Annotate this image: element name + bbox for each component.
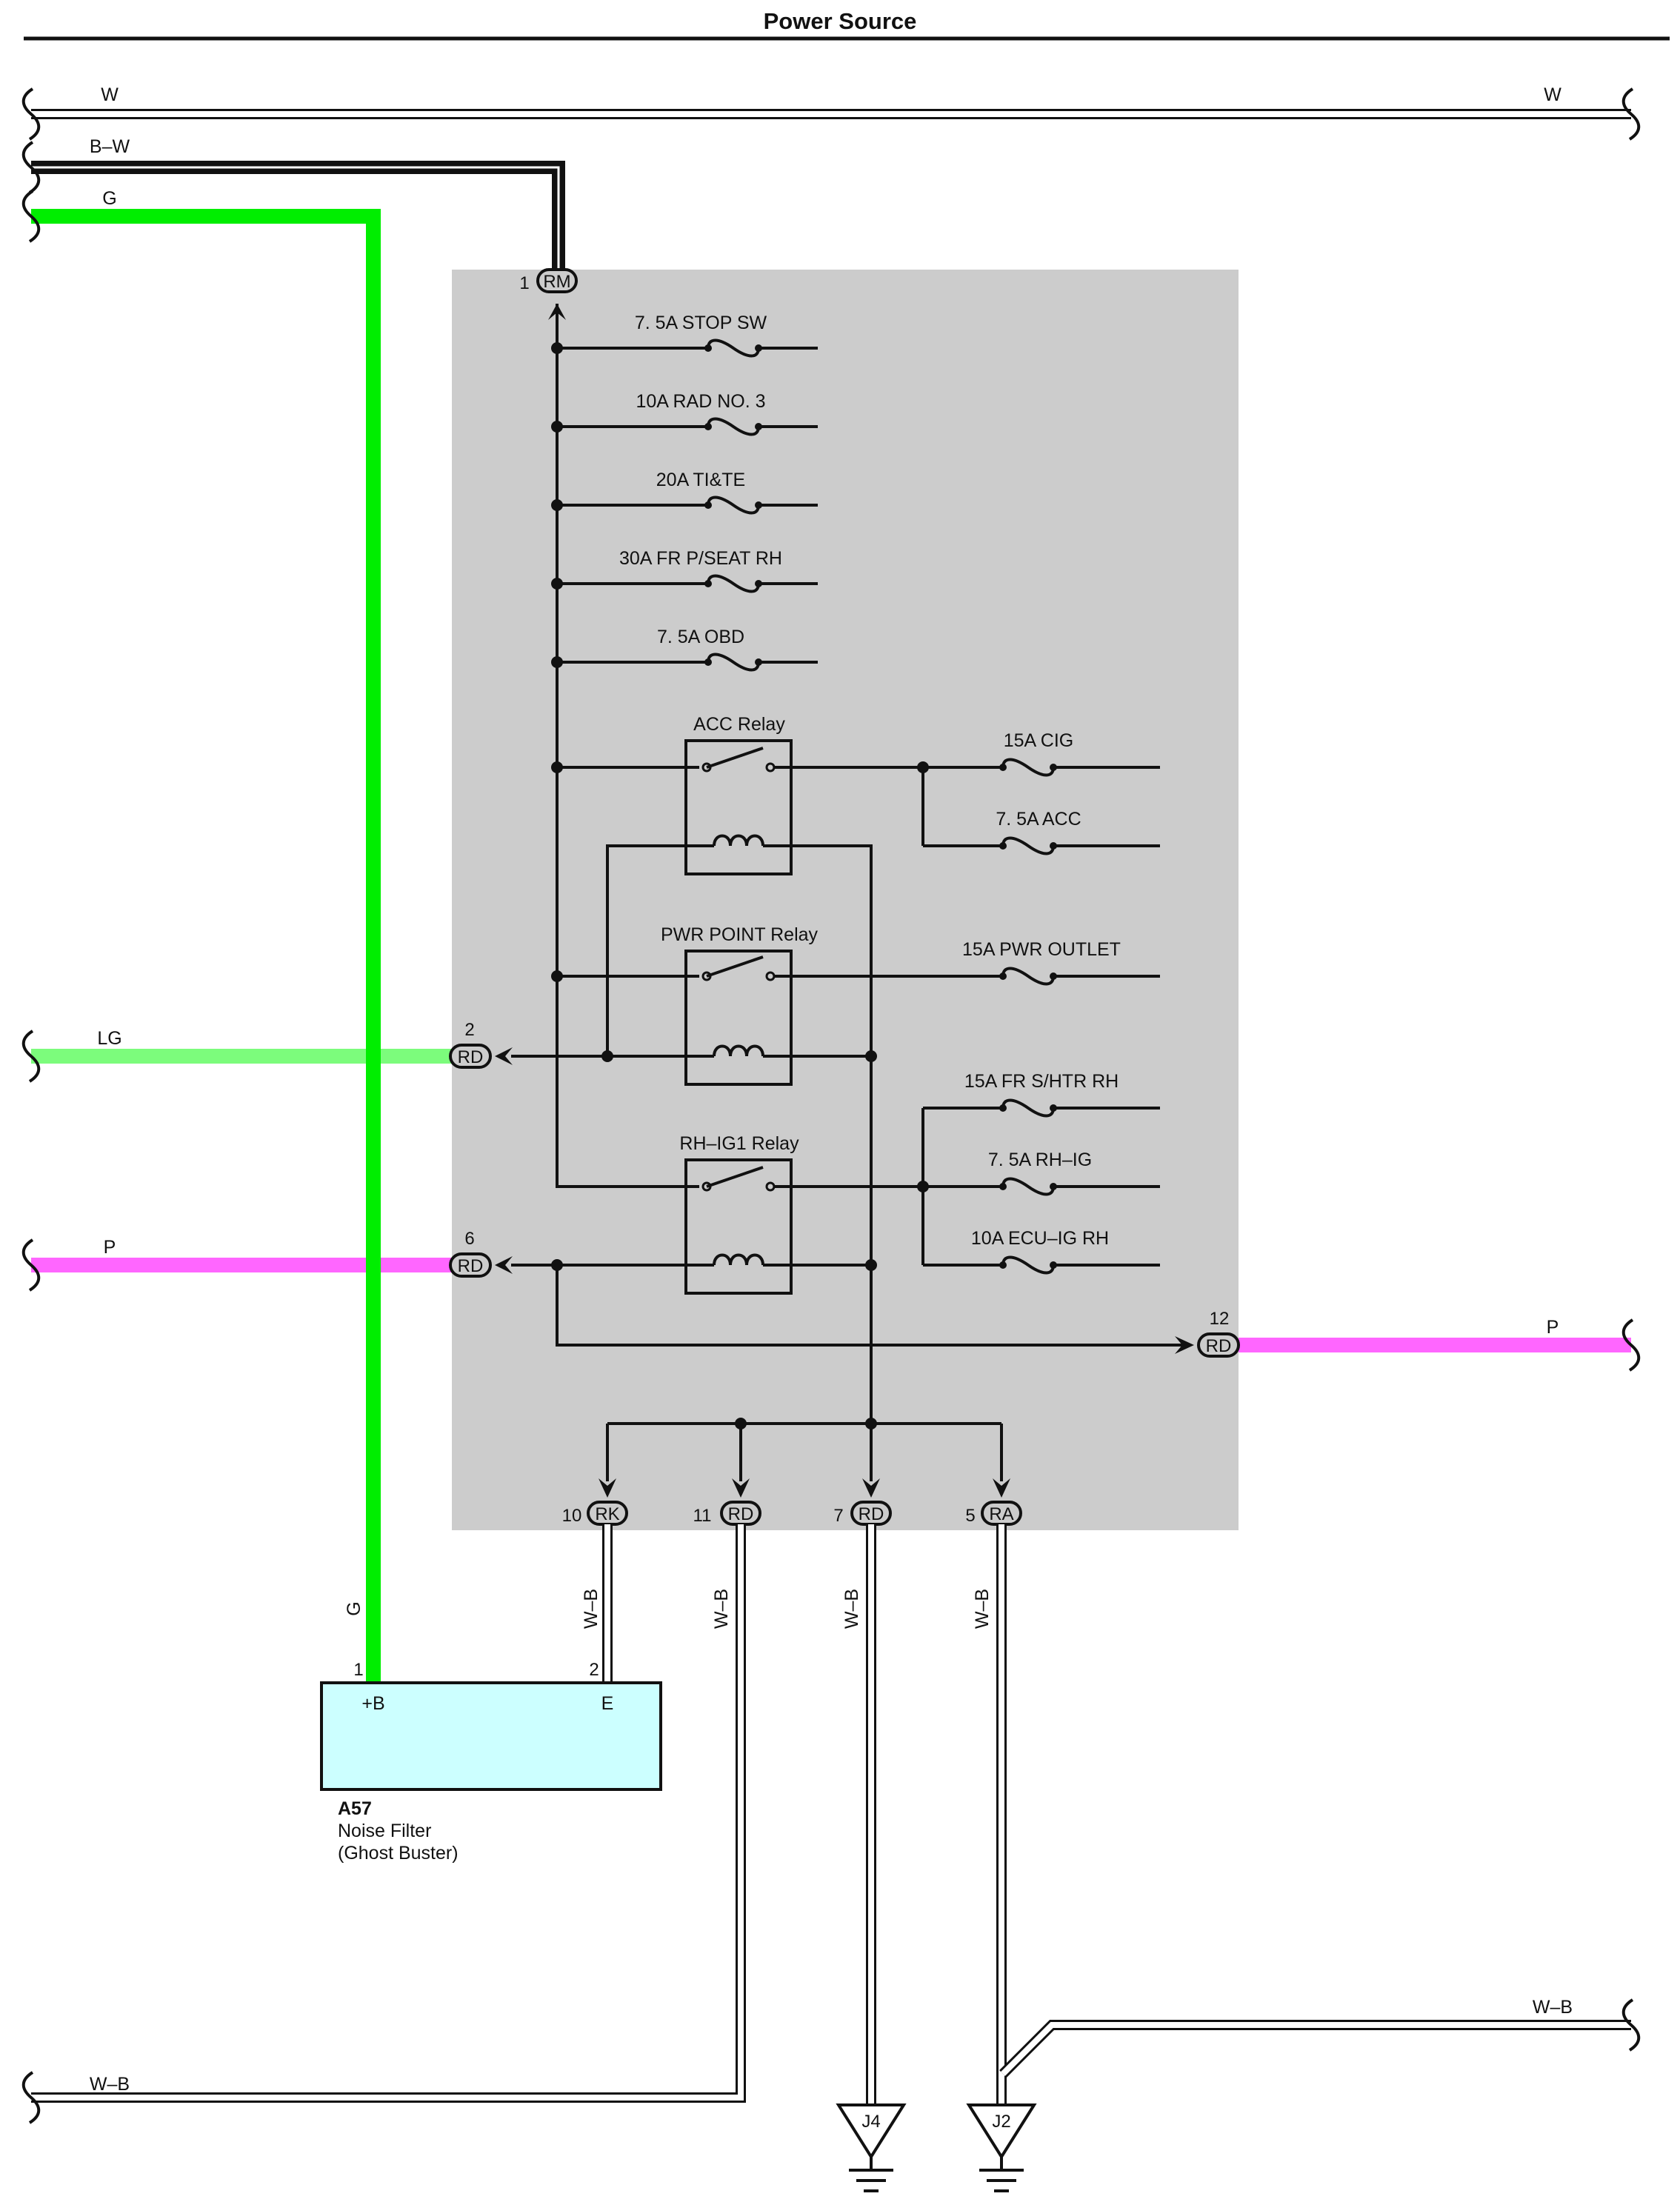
wire-label-g-top: G xyxy=(102,188,116,209)
fuse-label-ti-te: 20A TI&TE xyxy=(656,470,745,490)
noise-filter-id: A57 xyxy=(338,1798,372,1819)
wire-break-right-p xyxy=(1621,1318,1641,1372)
wire-label-wb-1: W–B xyxy=(581,1589,601,1629)
connector-pin-ra: 5 xyxy=(965,1506,975,1526)
wire-label-wb-2: W–B xyxy=(711,1589,732,1629)
wire-break-right-w xyxy=(1621,87,1641,141)
relay-label-rh-ig1: RH–IG1 Relay xyxy=(679,1133,799,1154)
fuse-rh-ig: 7. 5A RH–IG xyxy=(988,1150,1092,1196)
wire-break-left-lg xyxy=(21,1030,41,1083)
connector-pin-rd-12: 12 xyxy=(1210,1309,1230,1329)
fuse-ti-te: 20A TI&TE xyxy=(656,470,762,515)
wb-wire-rd11 xyxy=(31,1524,746,2103)
ground-label-j4: J4 xyxy=(861,2112,880,2132)
connector-code-ra: RA xyxy=(989,1504,1013,1524)
fuse-fr-shtr-rh: 15A FR S/HTR RH xyxy=(964,1071,1119,1118)
wire-label-w-right: W xyxy=(1544,84,1561,105)
connector-rd-12: RD 12 xyxy=(1175,1309,1240,1358)
ground-label-j2: J2 xyxy=(992,2112,1010,2132)
wire-label-p-right: P xyxy=(1547,1317,1559,1338)
noise-filter-pin-e: E xyxy=(601,1693,614,1714)
wire-break-left-p xyxy=(21,1238,41,1292)
junction-block-panel xyxy=(452,270,1239,1530)
fuse-pwr-outlet: 15A PWR OUTLET xyxy=(962,939,1121,986)
fuse-label-ecu-ig-rh: 10A ECU–IG RH xyxy=(971,1228,1109,1249)
relay-pwr-point: PWR POINT Relay xyxy=(661,924,819,1086)
connector-rd-6: RD 6 xyxy=(449,1229,513,1278)
wire-label-wb-3: W–B xyxy=(841,1589,862,1629)
connector-code-rd-11: RD xyxy=(728,1504,754,1524)
ground-j4: J4 xyxy=(836,2103,907,2192)
wire-label-wb-bottom-left: W–B xyxy=(90,2074,130,2095)
fuse-label-obd: 7. 5A OBD xyxy=(657,627,744,647)
connector-pin-rd-2: 2 xyxy=(464,1020,474,1040)
junction-dots xyxy=(551,342,929,1429)
fuse-label-cig: 15A CIG xyxy=(1004,730,1074,751)
fuse-label-pwr-outlet: 15A PWR OUTLET xyxy=(962,939,1121,960)
wire-break-left-wb xyxy=(21,2071,41,2124)
page-title: Power Source xyxy=(764,8,917,34)
fuse-label-fr-shtr-rh: 15A FR S/HTR RH xyxy=(964,1071,1119,1092)
connector-pin-rm: 1 xyxy=(519,273,529,293)
noise-filter-name-line2: (Ghost Buster) xyxy=(338,1843,459,1864)
connector-code-rd-7: RD xyxy=(859,1504,884,1524)
connector-ra-5: RA 5 xyxy=(965,1478,1022,1526)
noise-filter-pin2: 2 xyxy=(589,1660,599,1680)
relay-label-acc: ACC Relay xyxy=(693,714,785,735)
wire-break-left-w xyxy=(21,87,41,141)
relay-rh-ig1: RH–IG1 Relay xyxy=(679,1133,799,1295)
connector-code-rd-6: RD xyxy=(458,1256,484,1276)
ground-j2: J2 xyxy=(966,2103,1037,2192)
connector-code-rd-2: RD xyxy=(458,1047,484,1067)
fuse-label-acc: 7. 5A ACC xyxy=(996,809,1081,830)
fuse-label-rad-no3: 10A RAD NO. 3 xyxy=(636,391,765,412)
fuse-label-rh-ig: 7. 5A RH–IG xyxy=(988,1150,1092,1170)
connector-pin-rd-7: 7 xyxy=(833,1506,843,1526)
connector-code-rm: RM xyxy=(543,272,570,292)
fuse-ecu-ig-rh: 10A ECU–IG RH xyxy=(971,1228,1109,1275)
connector-rd-2: RD 2 xyxy=(449,1020,513,1069)
relay-acc: ACC Relay xyxy=(684,714,793,875)
bw-wire xyxy=(31,161,565,276)
wire-label-w-left: W xyxy=(101,84,119,105)
connector-pin-rd-11: 11 xyxy=(693,1506,712,1526)
wire-label-wb-bottom-right: W–B xyxy=(1533,1997,1573,2018)
wire-label-bw: B–W xyxy=(90,136,130,157)
wire-label-p-left: P xyxy=(104,1237,116,1258)
fuse-obd: 7. 5A OBD xyxy=(657,627,762,672)
g-wire xyxy=(31,209,381,1683)
fuse-label-stop-sw: 7. 5A STOP SW xyxy=(635,313,767,333)
wire-break-left-bw xyxy=(21,141,41,194)
wire-label-g-vertical: G xyxy=(344,1601,364,1615)
noise-filter-name-line1: Noise Filter xyxy=(338,1821,431,1841)
connector-pin-rd-6: 6 xyxy=(464,1229,474,1249)
wb-wire-ra xyxy=(996,1524,1631,2105)
fuse-acc: 7. 5A ACC xyxy=(996,809,1081,855)
connector-rd-7: RD 7 xyxy=(833,1478,892,1526)
fuse-label-fr-pseat-rh: 30A FR P/SEAT RH xyxy=(619,548,782,569)
relay-label-pwr-point: PWR POINT Relay xyxy=(661,924,819,945)
noise-filter-a57: +B E 1 2 A57 Noise Filter (Ghost Buster) xyxy=(320,1660,662,1864)
connector-code-rk: RK xyxy=(595,1504,619,1524)
wire-break-right-wb xyxy=(1621,1998,1641,2052)
fuse-rad-no3: 10A RAD NO. 3 xyxy=(636,391,766,436)
connector-rm-1: RM 1 xyxy=(519,268,578,320)
fuse-stop-sw: 7. 5A STOP SW xyxy=(635,313,767,358)
noise-filter-pin1: 1 xyxy=(353,1660,363,1680)
fuse-cig: 15A CIG xyxy=(999,730,1074,777)
wire-label-lg: LG xyxy=(97,1028,121,1049)
fuse-fr-pseat-rh: 30A FR P/SEAT RH xyxy=(619,548,782,593)
noise-filter-pin-b: +B xyxy=(361,1693,384,1714)
connector-code-rd-12: RD xyxy=(1206,1336,1232,1356)
connector-pin-rk: 10 xyxy=(562,1506,582,1526)
wire-break-left-g xyxy=(21,190,41,243)
wire-label-wb-4: W–B xyxy=(972,1589,993,1629)
